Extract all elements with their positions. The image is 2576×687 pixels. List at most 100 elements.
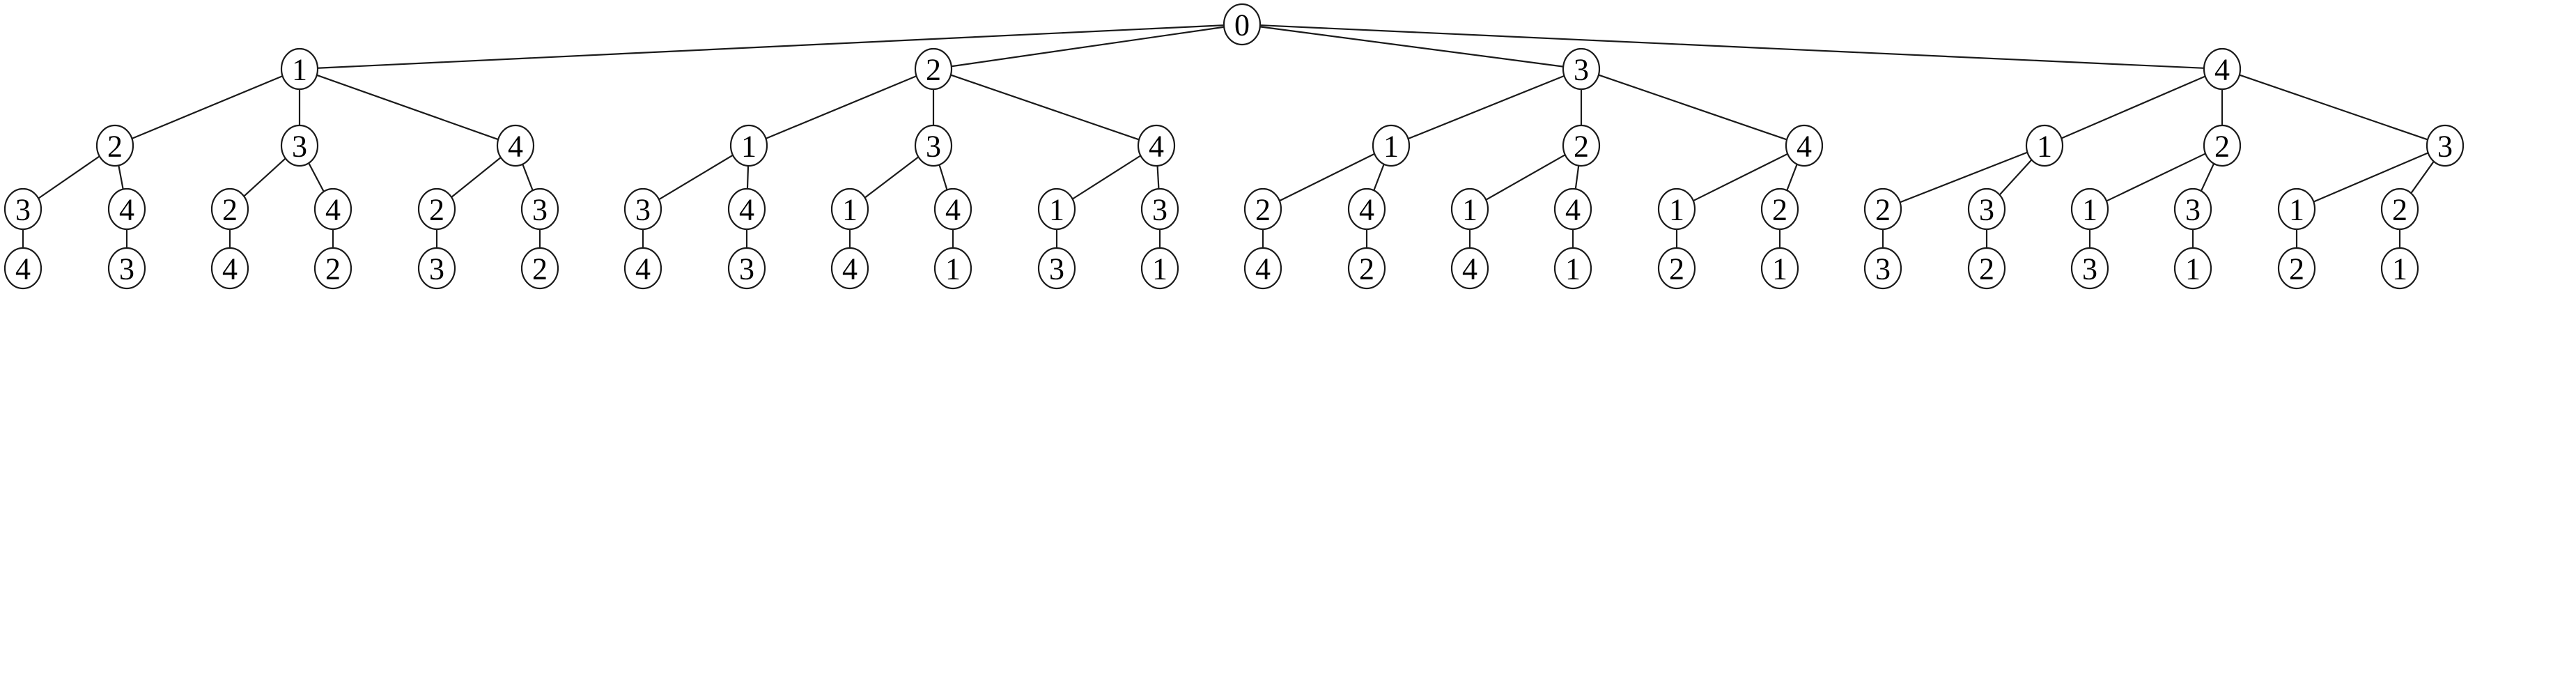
tree-node[interactable]: 3	[727, 247, 766, 290]
tree-node[interactable]: 2	[313, 247, 352, 290]
tree-node[interactable]: 2	[1562, 124, 1601, 167]
node-label: 3	[119, 252, 134, 286]
tree-node[interactable]: 3	[2426, 124, 2465, 167]
tree-node[interactable]: 2	[1760, 187, 1799, 231]
tree-node[interactable]: 1	[933, 247, 972, 290]
tree-node[interactable]: 3	[1863, 247, 1902, 290]
tree-node[interactable]: 1	[1657, 187, 1696, 231]
node-label: 4	[15, 252, 31, 286]
node-ellipse	[496, 124, 535, 167]
tree-node[interactable]: 2	[1967, 247, 2006, 290]
tree-node[interactable]: 2	[417, 187, 456, 231]
tree-node[interactable]: 1	[2173, 247, 2212, 290]
tree-node[interactable]: 2	[2380, 187, 2419, 231]
tree-node[interactable]: 1	[1372, 124, 1411, 167]
tree-node[interactable]: 1	[1037, 187, 1076, 231]
node-ellipse	[1347, 247, 1386, 290]
tree-node[interactable]: 3	[1967, 187, 2006, 231]
tree-edge	[1598, 74, 1787, 141]
tree-node[interactable]: 2	[2203, 124, 2242, 167]
tree-node[interactable]: 2	[1863, 187, 1902, 231]
node-label: 4	[739, 193, 754, 227]
tree-node[interactable]: 1	[2070, 187, 2109, 231]
tree-node[interactable]: 2	[210, 187, 249, 231]
tree-node[interactable]: 4	[623, 247, 662, 290]
node-label: 1	[2289, 193, 2304, 227]
tree-node[interactable]: 4	[1347, 187, 1386, 231]
tree-node[interactable]: 4	[727, 187, 766, 231]
tree-node[interactable]: 1	[729, 124, 768, 167]
tree-node[interactable]: 4	[3, 247, 42, 290]
tree-node[interactable]: 4	[1137, 124, 1176, 167]
tree-node[interactable]: 1	[1553, 247, 1592, 290]
node-label: 3	[1574, 53, 1589, 87]
node-label: 1	[2185, 252, 2201, 286]
tree-node[interactable]: 1	[280, 47, 319, 91]
tree-node[interactable]: 4	[496, 124, 535, 167]
node-ellipse	[1037, 187, 1076, 231]
tree-node[interactable]: 3	[107, 247, 146, 290]
node-label: 2	[1255, 193, 1271, 227]
tree-node[interactable]: 4	[107, 187, 146, 231]
node-ellipse	[2203, 47, 2242, 91]
tree-node[interactable]: 4	[1450, 247, 1489, 290]
node-label: 2	[532, 252, 548, 286]
node-ellipse	[1450, 187, 1489, 231]
tree-node[interactable]: 2	[914, 47, 953, 91]
node-label: 1	[1565, 252, 1581, 286]
tree-node[interactable]: 3	[3, 187, 42, 231]
tree-node[interactable]: 4	[210, 247, 249, 290]
node-ellipse	[1372, 124, 1411, 167]
node-label: 4	[2214, 53, 2230, 87]
tree-node[interactable]: 2	[1243, 187, 1282, 231]
tree-node[interactable]: 4	[2203, 47, 2242, 91]
tree-node[interactable]: 1	[2025, 124, 2064, 167]
tree-node[interactable]: 4	[1785, 124, 1824, 167]
tree-edge	[118, 165, 124, 190]
tree-node[interactable]: 4	[933, 187, 972, 231]
node-ellipse	[1562, 124, 1601, 167]
tree-node[interactable]: 3	[417, 247, 456, 290]
tree-node[interactable]: 3	[623, 187, 662, 231]
tree-node[interactable]: 4	[1553, 187, 1592, 231]
tree-node[interactable]: 3	[520, 187, 559, 231]
tree-node[interactable]: 3	[914, 124, 953, 167]
tree-node[interactable]: 3	[1562, 47, 1601, 91]
tree-node[interactable]: 4	[313, 187, 352, 231]
tree-edge	[1071, 155, 1142, 200]
tree-node[interactable]: 3	[1140, 187, 1179, 231]
node-ellipse	[1140, 187, 1179, 231]
tree-node[interactable]: 4	[830, 247, 869, 290]
tree-node[interactable]: 2	[95, 124, 134, 167]
tree-edge	[2410, 161, 2435, 194]
node-ellipse	[417, 187, 456, 231]
tree-node[interactable]: 1	[1140, 247, 1179, 290]
tree-node[interactable]: 0	[1223, 3, 1262, 46]
tree-edge	[522, 164, 534, 191]
tree-node[interactable]: 1	[2380, 247, 2419, 290]
tree-node[interactable]: 3	[2070, 247, 2109, 290]
tree-node[interactable]: 1	[830, 187, 869, 231]
tree-node[interactable]: 4	[1243, 247, 1282, 290]
node-label: 2	[1669, 252, 1684, 286]
node-label: 3	[635, 193, 651, 227]
node-ellipse	[727, 187, 766, 231]
tree-node[interactable]: 1	[2277, 187, 2316, 231]
node-label: 4	[1462, 252, 1477, 286]
node-ellipse	[1760, 247, 1799, 290]
tree-node[interactable]: 3	[1037, 247, 1076, 290]
node-label: 1	[292, 53, 307, 87]
node-ellipse	[280, 124, 319, 167]
tree-node[interactable]: 2	[1657, 247, 1696, 290]
node-label: 2	[1875, 193, 1891, 227]
tree-node[interactable]: 1	[1760, 247, 1799, 290]
tree-node[interactable]: 1	[1450, 187, 1489, 231]
tree-node[interactable]: 3	[280, 124, 319, 167]
tree-node[interactable]: 2	[520, 247, 559, 290]
tree-node[interactable]: 2	[2277, 247, 2316, 290]
node-label: 2	[1359, 252, 1374, 286]
tree-node[interactable]: 3	[2173, 187, 2212, 231]
node-label: 1	[1462, 193, 1477, 227]
tree-node[interactable]: 2	[1347, 247, 1386, 290]
